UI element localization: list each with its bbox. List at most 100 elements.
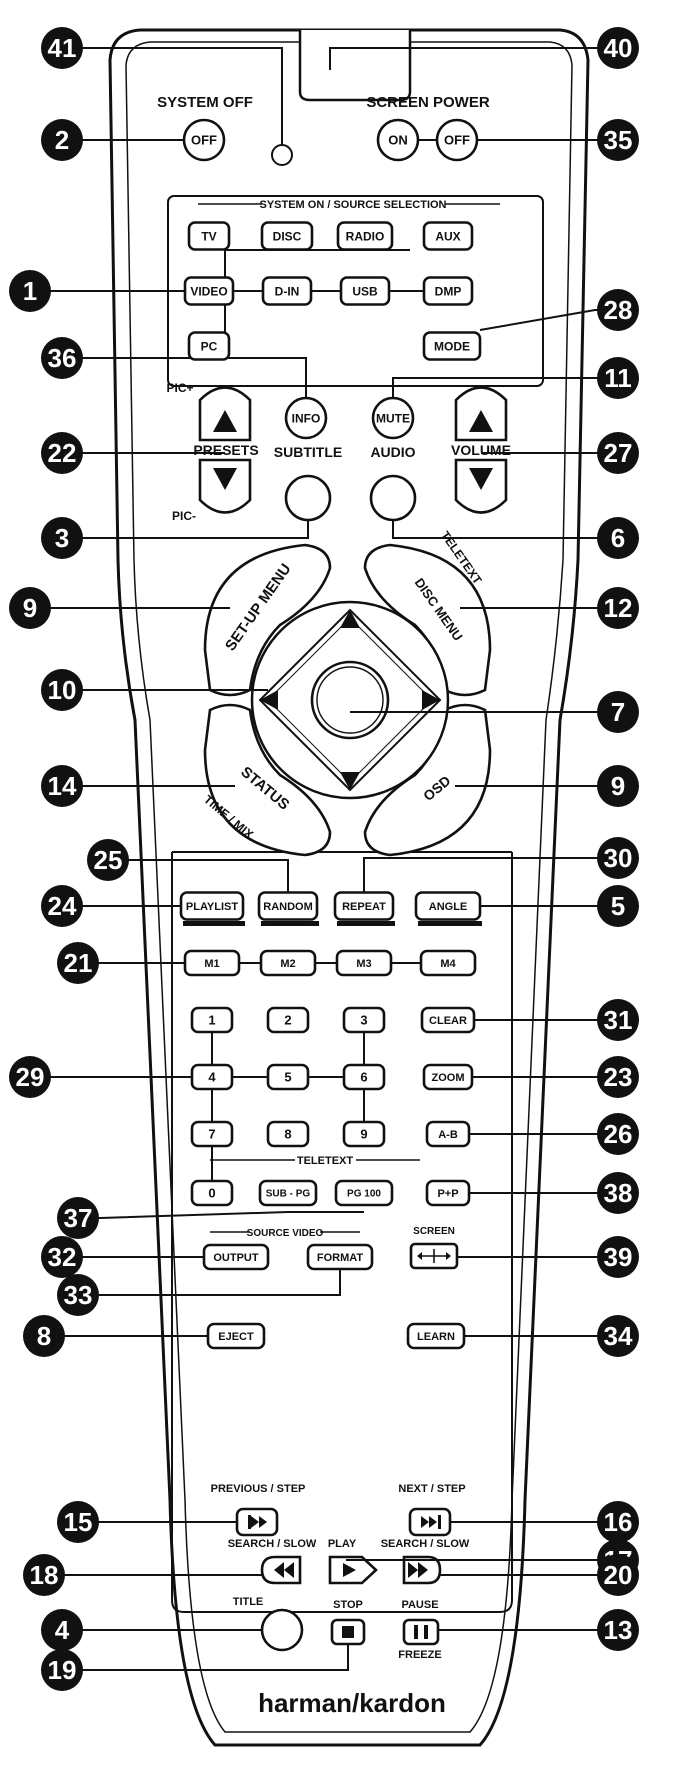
playlist-button[interactable]: PLAYLIST bbox=[179, 891, 245, 921]
tv-button[interactable]: TV bbox=[187, 221, 231, 251]
subtitle-label: SUBTITLE bbox=[274, 444, 342, 460]
volume-rocker[interactable] bbox=[454, 386, 508, 514]
n0-button[interactable]: 0 bbox=[190, 1179, 234, 1207]
pause-button[interactable] bbox=[402, 1618, 440, 1646]
m2-button[interactable]: M2 bbox=[259, 949, 317, 977]
off-system-button[interactable]: OFF bbox=[182, 118, 226, 162]
mute-label: MUTE bbox=[376, 411, 410, 425]
n1-button[interactable]: 1 bbox=[190, 1006, 234, 1034]
callout-number: 38 bbox=[604, 1178, 633, 1208]
n7-button[interactable]: 7 bbox=[190, 1120, 234, 1148]
next-step-button[interactable] bbox=[408, 1507, 452, 1537]
presets-down-icon bbox=[213, 468, 237, 490]
screen-format-button[interactable] bbox=[409, 1242, 459, 1270]
stop-button[interactable] bbox=[330, 1618, 366, 1646]
eject-button[interactable]: EJECT bbox=[206, 1322, 266, 1350]
search-slow-forward-button[interactable] bbox=[402, 1555, 442, 1585]
radio-button[interactable]: RADIO bbox=[336, 221, 394, 251]
n3-button[interactable]: 3 bbox=[342, 1006, 386, 1034]
angle-button[interactable]: ANGLE bbox=[414, 891, 482, 921]
mute-button[interactable]: MUTE bbox=[371, 396, 415, 440]
m4-button[interactable]: M4 bbox=[419, 949, 477, 977]
system-off-label: SYSTEM OFF bbox=[157, 94, 253, 111]
callout-number: 37 bbox=[64, 1203, 93, 1233]
d-in-button[interactable]: D-IN bbox=[261, 276, 313, 306]
m1-label: M1 bbox=[204, 958, 219, 970]
callout-14: 14 bbox=[41, 765, 83, 807]
nav-down-arrow[interactable] bbox=[340, 772, 360, 790]
disc-button[interactable]: DISC bbox=[260, 221, 314, 251]
previous-step-button[interactable] bbox=[235, 1507, 279, 1537]
on-screen-button[interactable]: ON bbox=[376, 118, 420, 162]
n8-button[interactable]: 8 bbox=[266, 1120, 310, 1148]
labeled-buttons[interactable]: OFF ON OFF TV DISC RADIO AUX VIDEO D-IN USB DMP PC M… bbox=[179, 118, 482, 1350]
callout-number: 10 bbox=[48, 675, 77, 705]
repeat-button[interactable]: REPEAT bbox=[333, 891, 395, 921]
n9-button[interactable]: 9 bbox=[342, 1120, 386, 1148]
format-button[interactable]: FORMAT bbox=[306, 1243, 374, 1271]
zoom-button[interactable]: ZOOM bbox=[422, 1063, 474, 1091]
usb-button[interactable]: USB bbox=[339, 276, 391, 306]
pc-button[interactable]: PC bbox=[187, 331, 231, 361]
callout-41: 41 bbox=[41, 27, 83, 69]
play-button[interactable] bbox=[328, 1555, 378, 1585]
callout-number: 39 bbox=[604, 1242, 633, 1272]
nav-up-arrow[interactable] bbox=[340, 610, 360, 628]
dmp-button[interactable]: DMP bbox=[422, 276, 474, 306]
eject-label: EJECT bbox=[218, 1331, 254, 1343]
title-button[interactable] bbox=[260, 1608, 304, 1652]
n2-button[interactable]: 2 bbox=[266, 1006, 310, 1034]
sub-pg-button[interactable]: SUB - PG bbox=[258, 1179, 318, 1207]
n8-label: 8 bbox=[284, 1127, 291, 1142]
clear-button[interactable]: CLEAR bbox=[420, 1006, 476, 1034]
callout-number: 12 bbox=[604, 593, 633, 623]
callout-9b: 9 bbox=[597, 765, 639, 807]
callout-19: 19 bbox=[41, 1649, 83, 1691]
callout-number: 31 bbox=[604, 1005, 633, 1035]
callout-26: 26 bbox=[597, 1113, 639, 1155]
callout-number: 15 bbox=[64, 1507, 93, 1537]
callout-7: 7 bbox=[597, 691, 639, 733]
info-button[interactable]: INFO bbox=[284, 396, 328, 440]
subtitle-button[interactable] bbox=[284, 474, 332, 522]
n3-label: 3 bbox=[360, 1013, 367, 1028]
pg-100-button[interactable]: PG 100 bbox=[334, 1179, 394, 1207]
status-button[interactable] bbox=[203, 703, 332, 857]
nav-left-arrow[interactable] bbox=[260, 690, 278, 710]
random-button[interactable]: RANDOM bbox=[257, 891, 319, 921]
title-label: TITLE bbox=[233, 1596, 264, 1608]
search-slow-back-button[interactable] bbox=[260, 1555, 302, 1585]
m3-button[interactable]: M3 bbox=[335, 949, 393, 977]
callout-number: 9 bbox=[611, 771, 625, 801]
callout-number: 8 bbox=[37, 1321, 51, 1351]
radio-label: RADIO bbox=[346, 229, 385, 243]
audio-button[interactable] bbox=[369, 474, 417, 522]
callout-number: 5 bbox=[611, 891, 625, 921]
p-plus-p-button[interactable]: P+P bbox=[425, 1179, 471, 1207]
learn-button[interactable]: LEARN bbox=[406, 1322, 466, 1350]
search-slow-left-label: SEARCH / SLOW bbox=[228, 1538, 317, 1550]
mode-label: MODE bbox=[434, 339, 470, 353]
random-label: RANDOM bbox=[263, 901, 313, 913]
output-button[interactable]: OUTPUT bbox=[202, 1243, 270, 1271]
n4-button[interactable]: 4 bbox=[190, 1063, 234, 1091]
callout-36: 36 bbox=[41, 337, 83, 379]
callout-number: 7 bbox=[611, 697, 625, 727]
enter-button[interactable] bbox=[310, 660, 390, 740]
callout-22: 22 bbox=[41, 432, 83, 474]
usb-label: USB bbox=[352, 284, 378, 298]
a-b-button[interactable]: A-B bbox=[425, 1120, 471, 1148]
n5-button[interactable]: 5 bbox=[266, 1063, 310, 1091]
n6-button[interactable]: 6 bbox=[342, 1063, 386, 1091]
n5-label: 5 bbox=[284, 1070, 291, 1085]
nav-right-arrow[interactable] bbox=[422, 690, 440, 710]
aux-button[interactable]: AUX bbox=[422, 221, 474, 251]
off-screen-button[interactable]: OFF bbox=[435, 118, 479, 162]
callout-number: 33 bbox=[64, 1280, 93, 1310]
mode-button[interactable]: MODE bbox=[422, 331, 482, 361]
video-button[interactable]: VIDEO bbox=[183, 276, 235, 306]
teletext-lower-label: TELETEXT bbox=[297, 1155, 354, 1167]
m1-button[interactable]: M1 bbox=[183, 949, 241, 977]
